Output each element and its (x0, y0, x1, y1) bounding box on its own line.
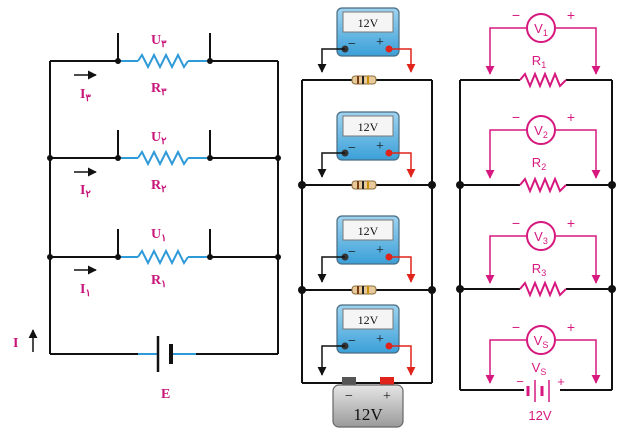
right-meter-vs: VS − + VS − + 12V (485, 319, 601, 423)
voltmeter-3-reading: 12V (358, 224, 379, 238)
voltmeter-3: 12V − + (317, 215, 416, 283)
svg-text:−: − (512, 319, 520, 335)
i1-label: I١ (80, 282, 91, 299)
right-meter-v2: V2 − + R2 (485, 109, 601, 179)
svg-text:+: + (376, 35, 384, 50)
voltmeter-2-reading: 12V (358, 120, 379, 134)
left-battery-symbol (156, 336, 173, 372)
svg-text:+: + (567, 109, 575, 125)
u3-label: U٣ (151, 33, 167, 50)
voltmeter-2: 12V − + (317, 111, 416, 178)
left-labels: U٣ R٣ I٣ U٢ R٢ I٢ U١ R١ I١ I E (13, 33, 170, 402)
voltmeter-4-reading: 12V (358, 313, 379, 327)
svg-text:R1: R1 (532, 53, 546, 70)
middle-resistors (351, 75, 377, 295)
svg-text:R2: R2 (532, 155, 546, 172)
svg-text:−: − (512, 109, 520, 125)
left-resistors (118, 52, 210, 355)
svg-text:+: + (383, 389, 391, 404)
svg-text:+: + (376, 139, 384, 154)
right-battery-label: 12V (528, 408, 551, 423)
right-resistors (519, 71, 567, 298)
svg-text:−: − (348, 245, 356, 260)
total-current-label: I (13, 336, 18, 351)
svg-text:+: + (567, 319, 575, 335)
i2-label: I٢ (80, 183, 91, 200)
voltmeter-1-reading: 12V (358, 16, 379, 30)
svg-text:−: − (348, 334, 356, 349)
svg-text:V1: V1 (534, 21, 548, 38)
right-meter-v1: V1 − + R1 (485, 7, 601, 75)
svg-text:−: − (512, 7, 520, 23)
r3-label: R٣ (151, 81, 167, 98)
right-battery-symbol (524, 376, 560, 404)
svg-text:−: − (345, 389, 353, 404)
svg-text:VS: VS (534, 333, 549, 350)
svg-text:−: − (348, 141, 356, 156)
u2-label: U٢ (151, 130, 167, 147)
voltmeter-1: 12V − + (317, 7, 416, 73)
svg-text:V2: V2 (534, 123, 548, 140)
left-nodes (47, 58, 281, 260)
svg-text:+: + (567, 215, 575, 231)
u1-label: U١ (151, 227, 167, 244)
svg-text:V3: V3 (534, 229, 548, 246)
i3-label: I٣ (80, 87, 91, 104)
svg-text:+: + (376, 243, 384, 258)
right-nodes (456, 181, 616, 293)
left-circuit (49, 33, 279, 355)
svg-text:+: + (567, 7, 575, 23)
battery-label: 12V (353, 405, 383, 424)
svg-text:+: + (376, 332, 384, 347)
svg-text:+: + (557, 374, 565, 389)
middle-battery: − + 12V (332, 377, 404, 428)
r2-label: R٢ (151, 178, 167, 195)
source-label: E (161, 387, 170, 402)
svg-text:−: − (516, 374, 524, 389)
branch-current-arrows (28, 70, 97, 352)
middle-nodes (298, 181, 436, 294)
voltmeter-4: 12V − + (317, 304, 416, 376)
r1-label: R١ (151, 273, 167, 290)
svg-text:R3: R3 (532, 261, 546, 278)
svg-text:VS: VS (532, 360, 547, 377)
right-circuit (459, 79, 613, 391)
svg-text:−: − (512, 215, 520, 231)
svg-text:−: − (348, 37, 356, 52)
right-meter-v3: V3 − + R3 (485, 215, 601, 284)
